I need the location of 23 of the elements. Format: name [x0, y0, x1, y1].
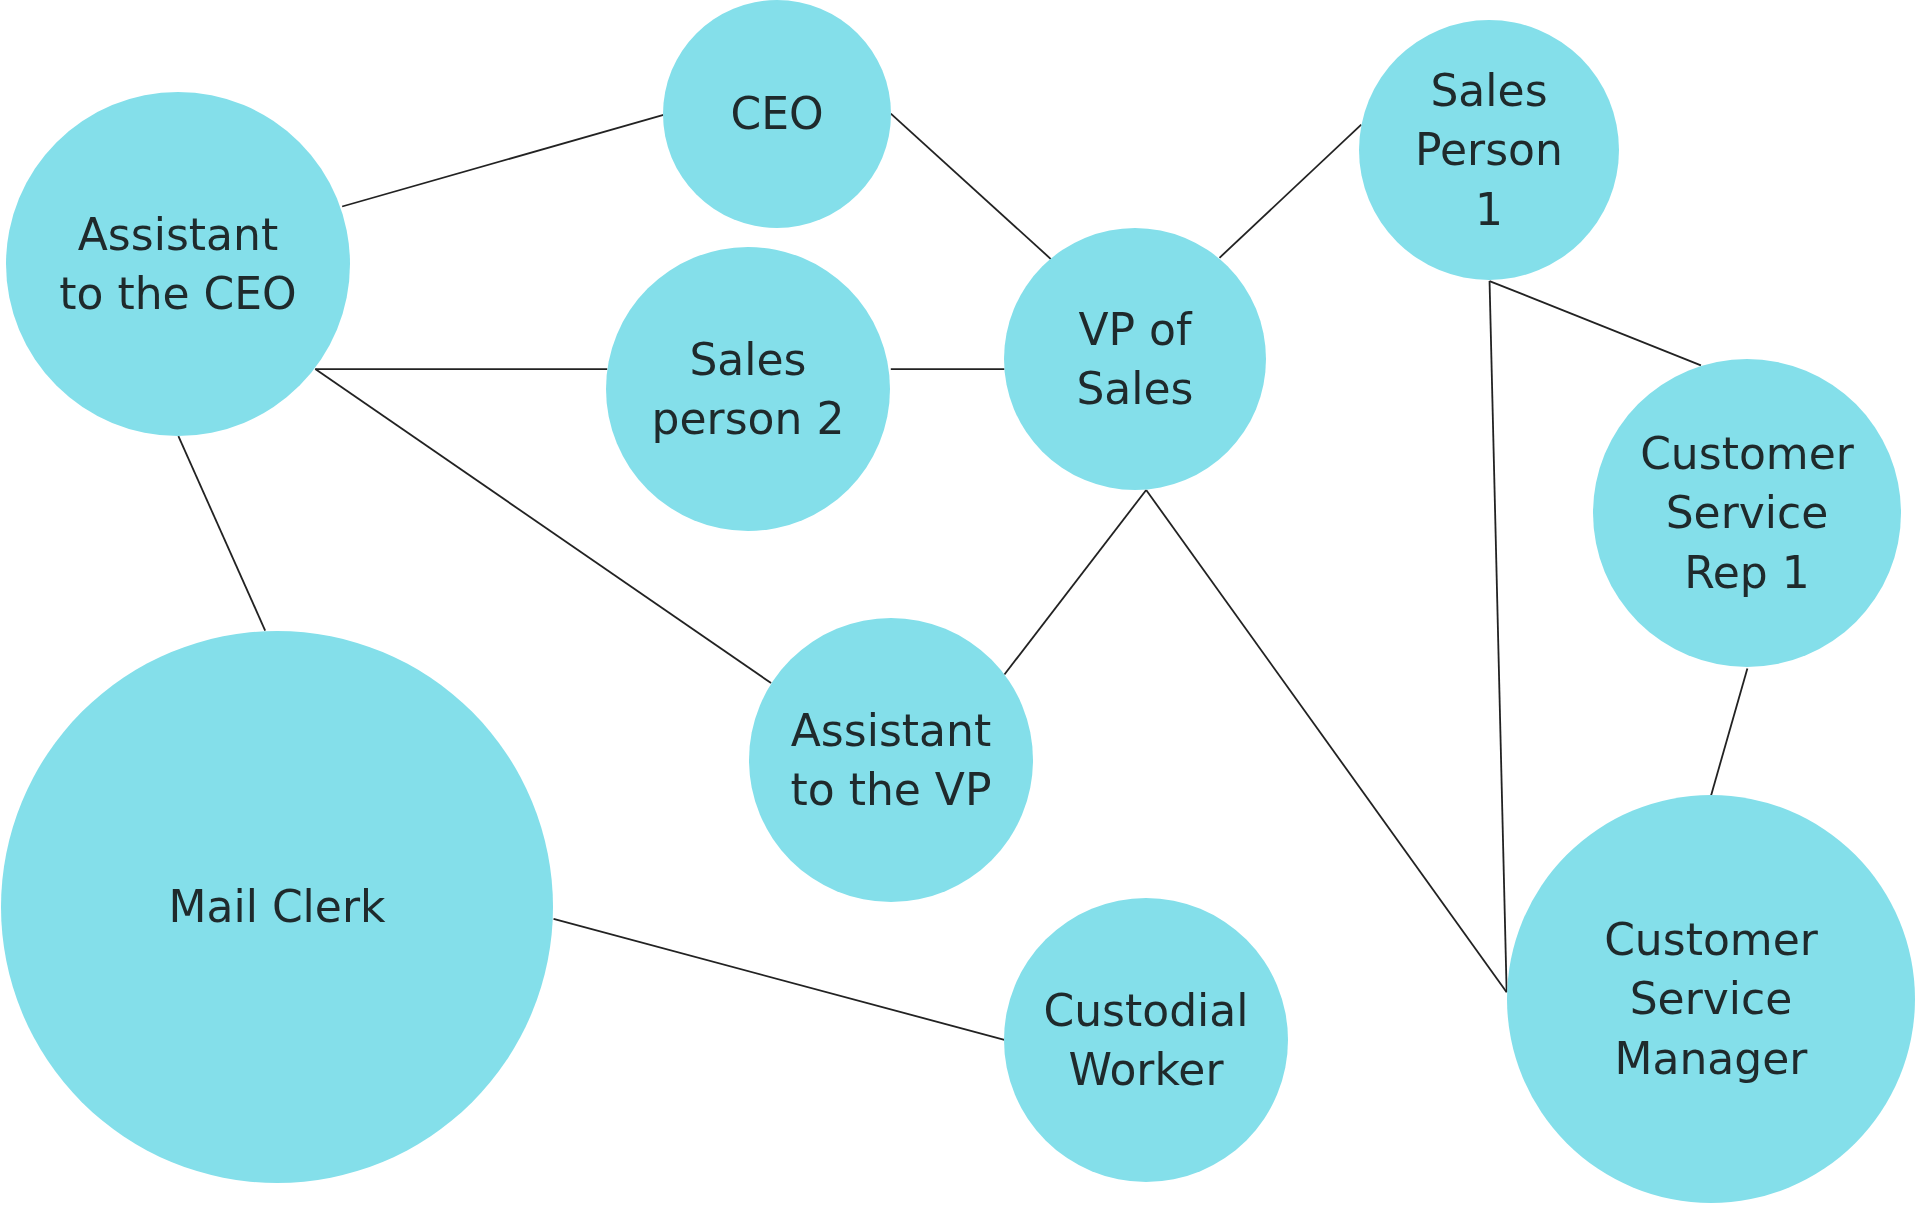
connector-line [314, 368, 772, 684]
connector-line [889, 112, 1052, 260]
connector-line [1145, 489, 1508, 994]
connector-line [314, 368, 609, 370]
connector-line [1488, 280, 1702, 367]
node-label: Mail Clerk [168, 880, 386, 935]
node-label: Customer Service Manager [1603, 912, 1819, 1086]
connector-line [177, 435, 267, 632]
node-label: Assistant to the VP [789, 703, 993, 817]
node-label: Sales Person 1 [1414, 63, 1564, 237]
connector-line [1218, 123, 1363, 259]
connector-line [1003, 489, 1148, 676]
connector-line [889, 368, 1006, 370]
connector-line [1709, 667, 1749, 798]
node-label: Customer Service Rep 1 [1639, 426, 1855, 600]
node-label: Sales person 2 [650, 332, 846, 446]
node-label: Custodial Worker [1042, 983, 1250, 1097]
node-label: VP of Sales [1075, 302, 1195, 416]
connector-line [552, 918, 1006, 1041]
node-label: Assistant to the CEO [58, 207, 298, 321]
node-label: CEO [730, 87, 824, 142]
connector-line [1488, 280, 1508, 994]
connector-line [341, 113, 665, 208]
